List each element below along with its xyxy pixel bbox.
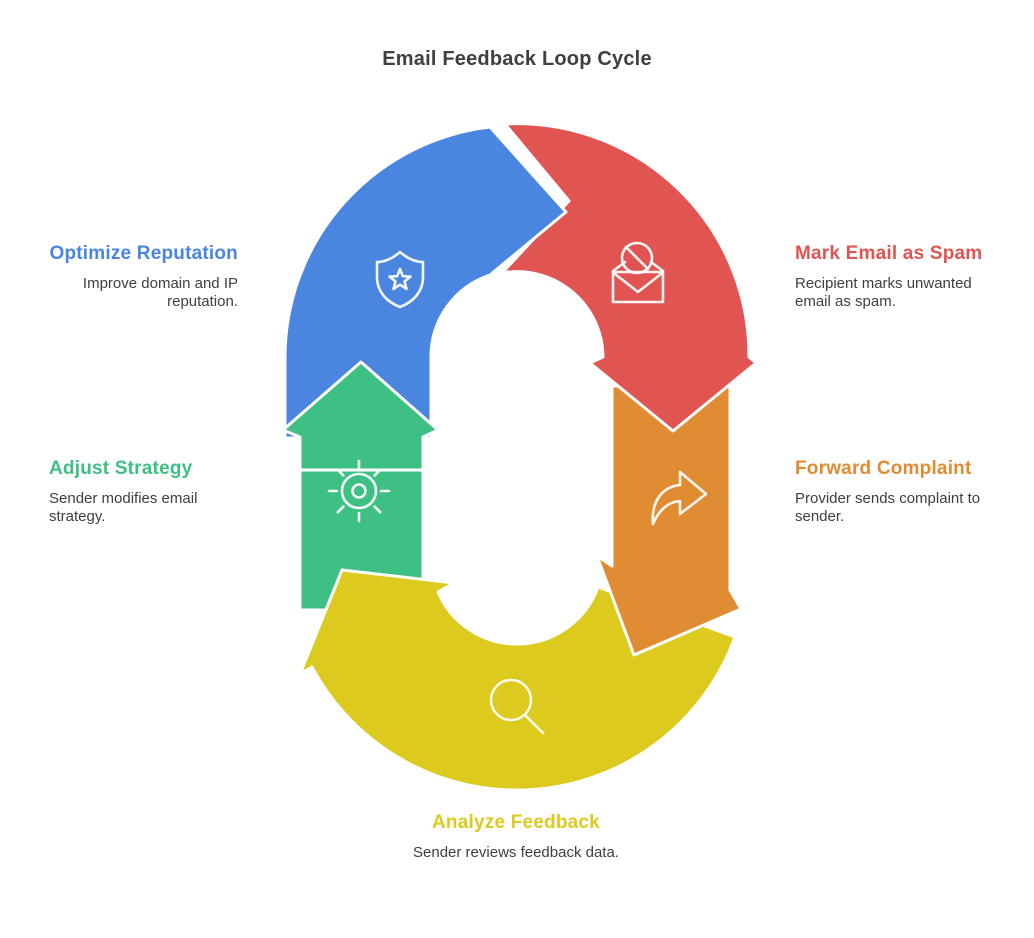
step-mark-email-as-spam: Mark Email as Spam Recipient marks unwan… bbox=[795, 243, 1010, 311]
step-adjust-strategy: Adjust Strategy Sender modifies email st… bbox=[49, 458, 234, 526]
segment-forward-complaint bbox=[595, 384, 743, 657]
step-title: Mark Email as Spam bbox=[795, 243, 983, 264]
sun-gear-icon bbox=[327, 459, 391, 523]
segment-adjust-strategy-arrowhead bbox=[281, 360, 440, 472]
blocked-email-icon bbox=[611, 241, 665, 304]
step-description: Improve domain and IP reputation. bbox=[82, 275, 238, 310]
step-optimize-reputation: Optimize Reputation Improve domain and I… bbox=[38, 243, 238, 311]
step-description: Recipient marks unwanted email as spam. bbox=[795, 275, 972, 310]
step-description: Provider sends complaint to sender. bbox=[795, 490, 981, 525]
step-title: Adjust Strategy bbox=[49, 458, 193, 479]
step-title: Optimize Reputation bbox=[49, 243, 238, 264]
segment-optimize-reputation bbox=[283, 125, 568, 440]
forward-arrow-icon bbox=[651, 470, 708, 526]
page-title: Email Feedback Loop Cycle bbox=[382, 48, 652, 70]
shield-star-icon bbox=[375, 250, 425, 309]
step-forward-complaint: Forward Complaint Provider sends complai… bbox=[795, 458, 1013, 526]
segment-mark-email-as-spam bbox=[500, 122, 758, 433]
step-title: Analyze Feedback bbox=[432, 812, 600, 833]
step-title: Forward Complaint bbox=[795, 458, 972, 479]
magnifier-icon bbox=[489, 678, 545, 735]
step-analyze-feedback: Analyze Feedback Sender reviews feedback… bbox=[366, 812, 666, 862]
step-description: Sender reviews feedback data. bbox=[413, 844, 619, 861]
step-description: Sender modifies email strategy. bbox=[49, 490, 198, 525]
